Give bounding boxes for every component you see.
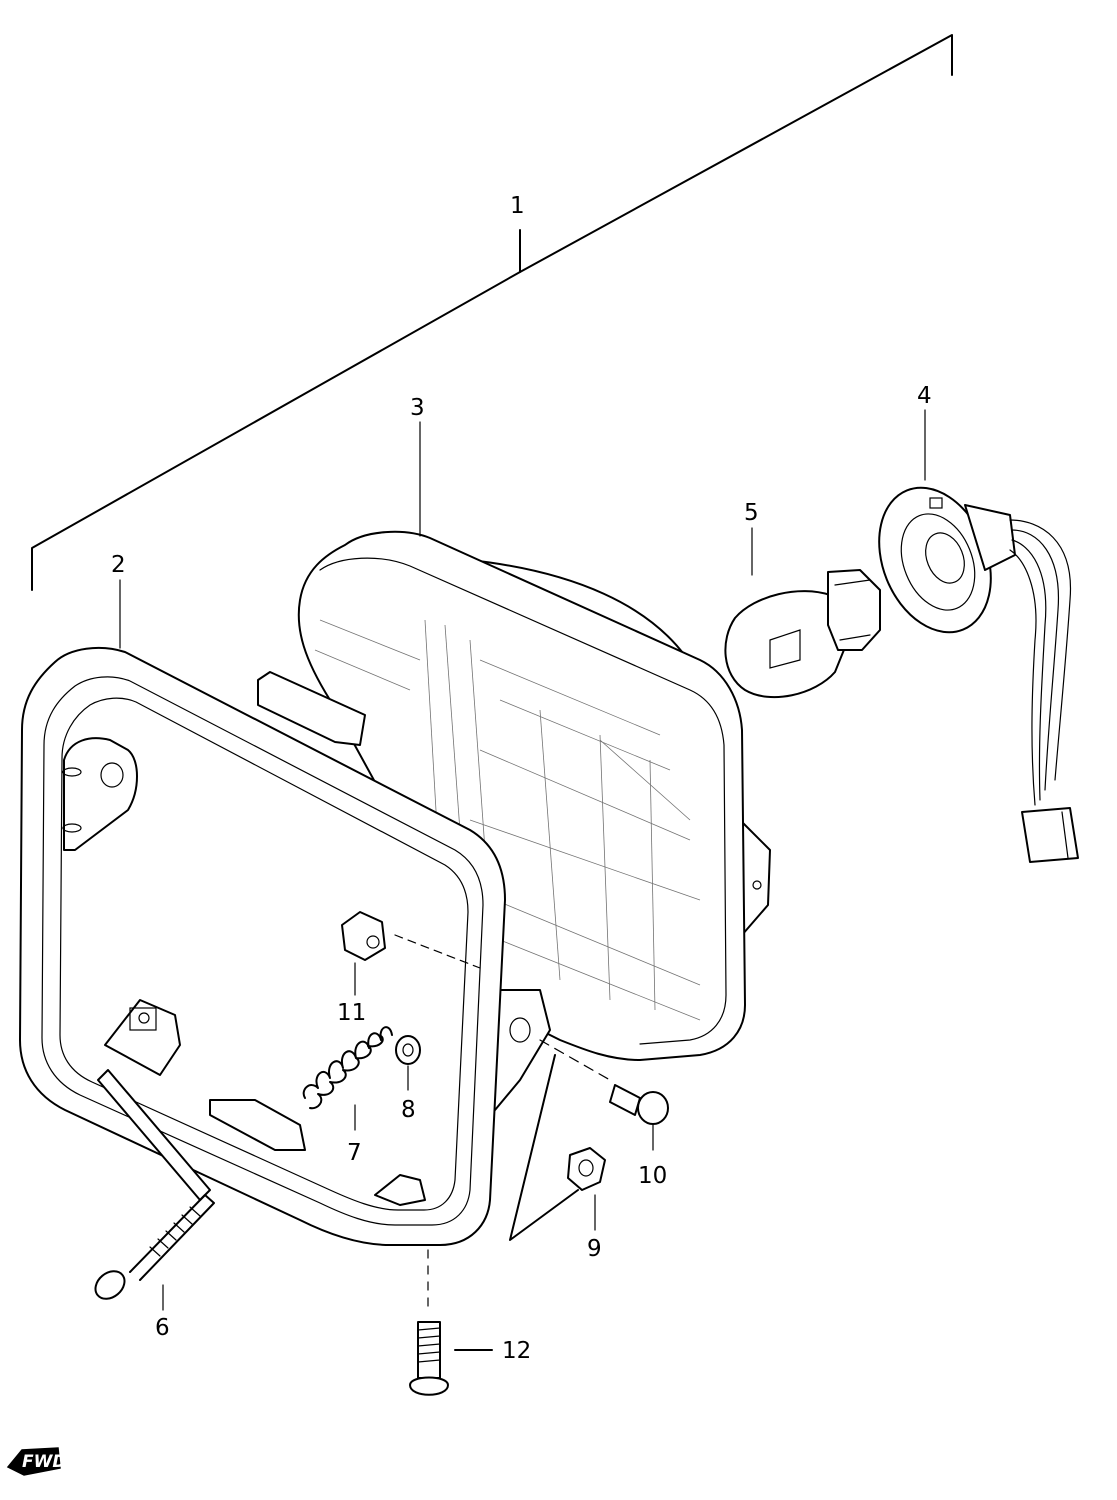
headlamp-rim: [19, 646, 506, 1246]
socket-part-4: [878, 409, 1079, 863]
callout-12: 12: [502, 1338, 531, 1364]
callout-8: 8: [401, 1097, 416, 1123]
callout-11: 11: [337, 1000, 366, 1026]
callout-3: 3: [410, 395, 425, 421]
callout-7: 7: [347, 1140, 362, 1166]
screw-part-12: [409, 1249, 493, 1396]
callout-10: 10: [638, 1163, 667, 1189]
bulb-part-5: [724, 527, 881, 699]
callout-1: 1: [510, 193, 525, 219]
forward-label: FWD: [22, 1452, 66, 1472]
screw-part-6: [94, 1069, 215, 1311]
callout-4: 4: [917, 383, 932, 409]
headlamp-unit: [257, 530, 771, 1111]
screw-part-10: [539, 1039, 669, 1151]
callout-6: 6: [155, 1315, 170, 1341]
washer-part-8: [395, 1035, 421, 1091]
spring-part-7: [302, 1026, 393, 1131]
forward-direction-badge: FWD: [6, 1447, 66, 1476]
assembly-bracket: [31, 34, 953, 591]
callout-5: 5: [744, 500, 759, 526]
nut-part-11: [341, 911, 386, 996]
callout-2: 2: [111, 552, 126, 578]
nut-part-9: [509, 1054, 606, 1241]
callout-9: 9: [587, 1236, 602, 1262]
